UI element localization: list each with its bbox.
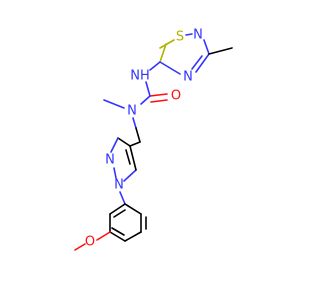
bond-ph-4-5-double xyxy=(111,227,125,236)
bond-carbonyl-n xyxy=(140,95,151,105)
bond-n1-phenyl xyxy=(119,191,126,205)
bond-n-top-c3 xyxy=(203,39,210,55)
bond-c5-n2 xyxy=(110,137,119,153)
atom-label-pyrazole-n1: N xyxy=(114,178,124,193)
phenyl-ring xyxy=(109,203,147,242)
bond-n-methyl xyxy=(103,99,125,109)
atom-label-methoxy-o: O xyxy=(85,235,95,250)
bond-c3-methyl xyxy=(208,47,233,55)
bond-ph-o xyxy=(96,231,111,241)
bond-c-c4-double xyxy=(125,149,131,165)
bond-c-c4 xyxy=(129,145,137,171)
bond-carbonyl-o xyxy=(149,93,168,97)
atom-label-pyrazole-n2: N xyxy=(105,153,115,168)
bond-nh-carbonyl xyxy=(145,81,151,97)
atom-label-s: S xyxy=(176,30,184,45)
pyrazole-ring xyxy=(110,137,137,205)
bond-o-methyl xyxy=(74,243,86,251)
bond-c3-n-right-double xyxy=(191,55,203,70)
bond-s-c-ring xyxy=(159,39,175,49)
bond-ph-6-1 xyxy=(109,203,126,215)
atom-label-n-top: N xyxy=(193,28,203,43)
bond-carbonyl-o-double xyxy=(150,99,168,103)
atom-label-n-right: N xyxy=(183,70,193,85)
bond-ph-6-1-double xyxy=(113,209,126,218)
bond-ch2-segment xyxy=(135,127,141,143)
atom-label-carbonyl-o: O xyxy=(171,89,181,104)
bond-n1-c5 xyxy=(123,169,137,182)
bond-n-ch2 xyxy=(132,117,137,129)
molecule-structure: S N N NH O N N N O xyxy=(74,28,233,251)
bond-c5-s xyxy=(159,43,167,63)
urea-linkage xyxy=(103,61,168,147)
bond-ph-1-2 xyxy=(124,203,142,215)
bond-ch2-pyrazole xyxy=(129,141,141,147)
bond-c4-c5 xyxy=(117,137,131,147)
thiadiazole-ring xyxy=(159,33,233,75)
bond-c3-n-right xyxy=(195,53,210,73)
methoxy-group xyxy=(74,231,111,251)
bond-n2-n1 xyxy=(113,167,117,179)
bond-n-right-c5 xyxy=(159,61,181,75)
bond-ph-4-5 xyxy=(109,231,126,242)
bond-ph-3-4 xyxy=(124,231,142,242)
bond-c5-nh xyxy=(149,61,161,71)
atom-label-nh: NH xyxy=(130,69,150,84)
molecule-canvas: S N N NH O N N N O xyxy=(74,28,233,251)
atom-label-n-methyl: N xyxy=(127,104,137,119)
bond-s-n-top xyxy=(185,33,193,36)
